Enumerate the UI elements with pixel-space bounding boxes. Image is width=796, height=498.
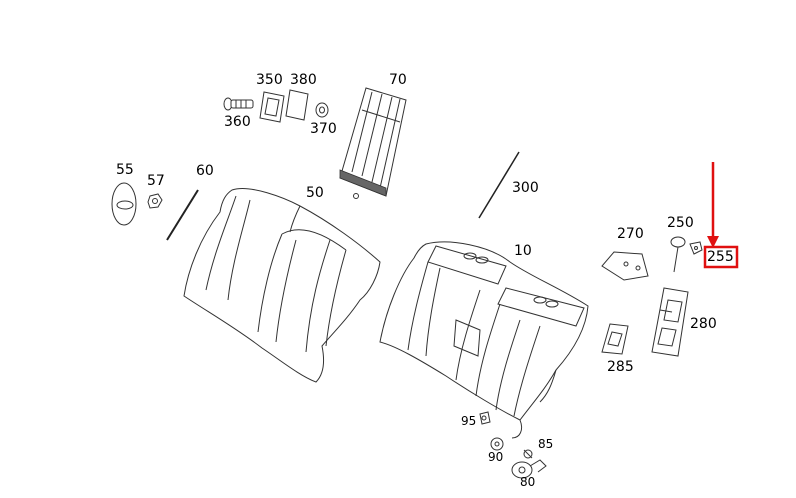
part-95-knob — [479, 411, 491, 425]
part-285-module — [601, 323, 629, 355]
part-10-backrest — [379, 241, 589, 439]
callout-57: 57 — [147, 173, 165, 189]
part-57-nut — [147, 193, 163, 209]
part-270-bracket — [601, 251, 649, 281]
part-370-nut — [315, 102, 329, 118]
part-85-clip — [523, 449, 533, 459]
callout-80: 80 — [520, 475, 535, 489]
callout-360: 360 — [224, 114, 251, 130]
callout-255: 255 — [707, 249, 734, 265]
part-70-clip — [353, 193, 359, 199]
callout-250: 250 — [667, 215, 694, 231]
callout-370: 370 — [310, 121, 337, 137]
part-70-panel — [339, 87, 407, 197]
callout-270: 270 — [617, 226, 644, 242]
callout-90: 90 — [488, 450, 503, 464]
highlight-box — [703, 245, 739, 269]
part-300-rod — [478, 151, 520, 219]
callout-280: 280 — [690, 316, 717, 332]
part-350-frame — [259, 91, 285, 123]
callout-285: 285 — [607, 359, 634, 375]
callout-10: 10 — [514, 243, 532, 259]
callout-55: 55 — [116, 162, 134, 178]
callout-95: 95 — [461, 414, 476, 428]
callout-50: 50 — [306, 185, 324, 201]
part-80-bracket — [511, 459, 547, 479]
callout-380: 380 — [290, 72, 317, 88]
part-360-screw — [223, 97, 254, 111]
part-255-clip — [689, 241, 703, 255]
part-280-unit — [651, 287, 689, 357]
part-55-disc — [111, 182, 137, 226]
highlight-arrow — [707, 162, 719, 248]
callout-85: 85 — [538, 437, 553, 451]
part-60-rod — [166, 189, 199, 241]
callout-300: 300 — [512, 180, 539, 196]
part-250-pin — [670, 236, 686, 273]
callout-70: 70 — [389, 72, 407, 88]
callout-350: 350 — [256, 72, 283, 88]
callout-60: 60 — [196, 163, 214, 179]
part-90-washer — [490, 437, 504, 451]
part-380-pad — [285, 89, 309, 121]
part-50-backrest-cover — [183, 188, 381, 383]
